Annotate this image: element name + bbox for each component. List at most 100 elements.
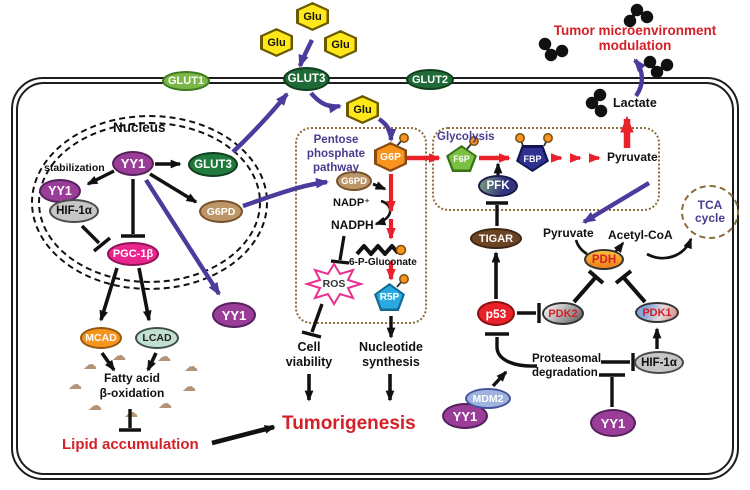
lipid-accumulation-label: Lipid accumulation (62, 436, 199, 453)
tca-label-line1: TCA (697, 198, 723, 212)
arrow-yy1-stabilization (86, 169, 115, 186)
g6pd-gene: G6PD (199, 200, 243, 223)
fbp-phosphate-left (515, 133, 525, 147)
mcad-node: MCAD (80, 327, 122, 349)
nadph-label: NADPH (331, 218, 374, 232)
glut3-transporter: GLUT3 (283, 67, 330, 91)
inhibit-yy1-degradation-hif1a (599, 373, 625, 407)
pfk-enzyme: PFK (478, 175, 518, 197)
yy1-nucleus: YY1 (112, 151, 154, 176)
inhibit-oxidation-lipid (119, 409, 141, 432)
lactate-label: Lactate (613, 96, 657, 110)
ros-star (303, 262, 365, 306)
arrow-mdm2-to-degradation (491, 370, 508, 388)
smoke-puff-icon: ☁ (83, 356, 97, 372)
arrow-lactate-to-microenvironment (633, 58, 646, 98)
nucleus-envelope-inner (38, 122, 261, 283)
glut1-transporter: GLUT1 (162, 71, 210, 91)
arrow-yy1-to-cytoplasm (144, 178, 221, 296)
smoke-puff-icon: ☁ (88, 397, 102, 413)
fbp-phosphate-right (543, 133, 553, 147)
cell-membrane-inner (16, 82, 734, 475)
g6p-phosphate (395, 133, 409, 148)
hif1a-nucleus: HIF-1α (49, 199, 99, 223)
pdk1-node: PDK1 (635, 302, 679, 323)
cell-membrane-outer (11, 77, 739, 480)
nadp-label: NADP⁺ (333, 197, 370, 209)
lcad-node: LCAD (135, 327, 179, 349)
pgc1b-node: PGC-1β (107, 242, 159, 266)
arrow-mcad-to-oxidation (100, 351, 116, 372)
g6pd-enzyme: G6PD (336, 171, 372, 191)
inhibit-pdk2-pdh (572, 269, 605, 304)
arrow-pgc1b-to-mcad (99, 267, 119, 322)
inhibit-tigar-pfk (486, 201, 508, 226)
yy1-hif-stabilizer: YY1 (590, 409, 636, 437)
lactate-molecule-icon-1 (623, 3, 654, 28)
arrow-lcad-to-oxidation (146, 352, 158, 372)
glycolysis-box (432, 127, 660, 211)
f6p-phosphate (466, 136, 479, 150)
pdk2-node: PDK2 (542, 302, 584, 325)
curve-pyruvate-to-pdh (574, 239, 588, 256)
smoke-puff-icon: ☁ (182, 378, 196, 394)
inhibit-pdk1-pdh (614, 269, 647, 304)
inhibit-ros-cellviability (301, 303, 324, 339)
lactate-molecule-icon-4 (585, 88, 608, 118)
acetyl-coa-label: Acetyl-CoA (608, 228, 673, 242)
stabilization-label: stabilization (44, 162, 105, 174)
r5p-phosphate (396, 274, 409, 288)
inhibit-yy1-pgc1b (121, 179, 145, 238)
arrow-yy1-to-g6pd (149, 172, 198, 204)
hif1a-cytoplasm: HIF-1α (634, 351, 684, 374)
nucleus-label: Nucleus (113, 120, 166, 135)
mdm2-node: MDM2 (465, 388, 511, 409)
nucleus-envelope-outer (31, 115, 268, 290)
arrow-lipid-to-tumorigenesis (211, 424, 276, 446)
glut2-transporter: GLUT2 (406, 69, 454, 90)
smoke-puff-icon: ☁ (112, 347, 126, 363)
inhibit-degradation-hif1a (601, 353, 635, 371)
arrow-glu-to-g6p (377, 117, 397, 142)
tca-label-line2: cycle (694, 211, 726, 225)
arrow-pyruvate-to-mitochondria (582, 181, 651, 224)
pyruvate-mito-label: Pyruvate (543, 226, 594, 240)
gluconate-molecule (355, 244, 400, 256)
smoke-puff-icon: ☁ (158, 395, 172, 411)
arrow-acetylcoa-to-tca (646, 237, 693, 260)
inhibit-nadph-ros (330, 235, 350, 265)
smoke-puff-icon: ☁ (68, 376, 82, 392)
tigar-node: TIGAR (470, 228, 522, 249)
arrow-glut3-to-membrane (231, 92, 289, 154)
pyruvate-glycolysis-label: Pyruvate (607, 150, 658, 164)
inhibit-degradation-p53 (485, 332, 538, 368)
yy1-cytoplasm: YY1 (212, 302, 256, 328)
arrow-pgc1b-to-lcad (137, 267, 152, 322)
tumorigenesis-label: Tumorigenesis (282, 413, 416, 434)
tca-cycle: TCA cycle (681, 185, 739, 239)
microenvironment-label: Tumor microenvironment modulation (553, 23, 717, 53)
inhibit-hif1a-pgc1b (80, 224, 112, 253)
pdh-enzyme: PDH (584, 249, 624, 270)
smoke-puff-icon: ☁ (184, 358, 198, 374)
arrow-glu-to-glut3 (297, 39, 314, 68)
arrow-g6pd-to-flux (372, 181, 387, 191)
inhibit-p53-pdk2 (517, 303, 541, 323)
arrow-nadp-to-nadph (374, 199, 392, 226)
ros-label: ROS (322, 278, 346, 290)
gluconate-label: 6-P-Gluconate (349, 257, 417, 268)
lactate-molecule-icon-3 (643, 55, 674, 79)
arrow-glut3-to-glu-in (309, 91, 342, 114)
smoke-puff-icon: ☁ (157, 348, 171, 364)
pentose-phosphate-pathway-box (295, 127, 427, 324)
arrow-g6pd-to-ppp (242, 177, 329, 209)
glycolysis-label: Glycolysis (437, 131, 495, 143)
lactate-molecule-icon-2 (538, 37, 569, 62)
